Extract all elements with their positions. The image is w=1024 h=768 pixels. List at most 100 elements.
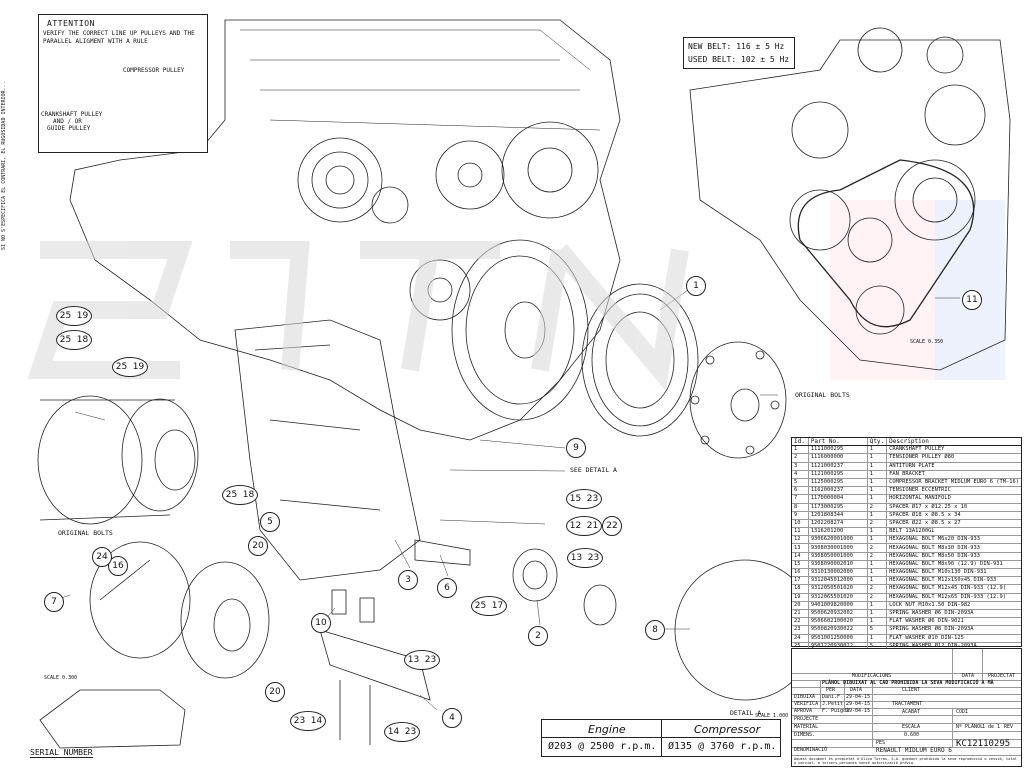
side-note: SI NO S'ESPECIFICA EL CONTRARI, EL RUGOS…	[1, 81, 7, 250]
part-id: 7	[792, 494, 809, 504]
callout-5: 5	[260, 512, 280, 532]
part-id: 3	[792, 462, 809, 471]
pulley-speed-table: Engine Compressor Ø203 @ 2500 r.p.m. Ø13…	[541, 719, 781, 757]
crankshaft-pulley-label-3: GUIDE PULLEY	[47, 125, 91, 132]
attention-box: ATTENTION VERIFY THE CORRECT LINE UP PUL…	[38, 14, 208, 153]
part-description: CRANKSHAFT PULLEY	[886, 445, 1021, 455]
part-number: 1202208274	[808, 519, 868, 529]
part-qty: 1	[867, 494, 888, 504]
part-number: 1162000237	[808, 486, 868, 496]
attention-text-line2: PARALLEL ALIGMENT WITH A RULE	[43, 38, 148, 45]
part-id: 15	[792, 560, 809, 570]
part-description: ANTITURN PLATE	[886, 462, 1021, 471]
denominacio-label: DENOMINACIÓ	[794, 747, 828, 753]
part-number: 9306620001000	[808, 535, 868, 545]
part-description: HEXAGONAL BOLT M12x150x45 DIN-933	[886, 576, 1021, 586]
crankshaft-pulley-label-1: CRANKSHAFT PULLEY	[41, 111, 103, 118]
dimens-label: DIMENS.	[794, 732, 816, 738]
callout-20-a: 20	[248, 536, 268, 556]
part-qty: 1	[867, 535, 888, 545]
codi-label: CODI	[956, 709, 969, 715]
original-bolts-label-left: ORIGINAL BOLTS	[58, 529, 113, 537]
part-number: 9506602100020	[808, 617, 868, 627]
compressor-value: Ø135 @ 3760 r.p.m.	[668, 741, 777, 752]
callout-8: 8	[645, 620, 665, 640]
part-description: SPACER Ø17 x Ø12.25 x 10	[886, 503, 1021, 512]
damper-pulley	[451, 239, 589, 421]
part-qty: 1	[867, 568, 888, 578]
part-qty: 1	[867, 560, 888, 570]
part-qty: 2	[867, 503, 888, 512]
see-detail-a-label: SEE DETAIL A	[570, 466, 617, 474]
cad-warning: PLÀNOL DIBUIXAT AL CAD PROHIBIDA LA SEVA…	[822, 680, 994, 686]
part-id: 18	[792, 584, 809, 594]
used-belt-row: USED BELT: 102 ± 5 Hz	[688, 55, 789, 64]
part-id: 10	[792, 519, 809, 529]
part-number: 1121000295	[808, 470, 868, 479]
part-number: 1116000000	[808, 453, 868, 463]
part-qty: 1	[867, 576, 888, 586]
part-number: 1125000295	[808, 478, 868, 488]
part-number: 1121000237	[808, 462, 868, 471]
engine-header: Engine	[588, 723, 626, 736]
dibuixa-label: DIBUIXA	[794, 694, 816, 700]
part-qty: 1	[867, 511, 888, 520]
part-qty: 1	[867, 445, 888, 455]
part-id: 21	[792, 609, 809, 619]
part-id: 23	[792, 625, 809, 635]
part-qty: 2	[867, 543, 888, 553]
rev-label: REV	[1004, 724, 1014, 730]
pes-label: PES	[876, 740, 886, 746]
part-qty: 1	[867, 478, 888, 488]
ownership-footer: Aquest document és propietat d'Oliva Tor…	[794, 757, 1017, 766]
data-label: DATA	[962, 673, 975, 679]
callout-11: 11	[962, 290, 982, 310]
verifica-label: VERIFICA	[794, 701, 819, 707]
used-belt-label: USED BELT:	[688, 55, 737, 64]
dibuixa-date: 29-04-15	[846, 694, 871, 700]
iso-belt-11	[797, 159, 975, 328]
part-qty: 1	[867, 617, 888, 627]
part-description: HEXAGONAL BOLT M8x30 DIN-933	[886, 543, 1021, 553]
acabat-label: ACABAT	[902, 709, 921, 715]
col-qty: Qty.	[867, 438, 888, 447]
aprova-who: F. Puigdà	[822, 708, 850, 714]
verifica-who: J.Petit	[822, 701, 844, 707]
callout-7: 7	[44, 592, 64, 612]
client-label: CLIENT	[902, 687, 921, 693]
part-id: 6	[792, 486, 809, 496]
iso-crank-pulley	[894, 159, 976, 241]
part-id: 2	[792, 453, 809, 463]
per-label: PER	[826, 687, 836, 693]
callout-3: 3	[398, 570, 418, 590]
part-description: SPACER Ø18 x Ø8.5 x 34	[886, 511, 1021, 520]
part-qty: 1	[867, 527, 888, 537]
part-number: 9312045012000	[808, 576, 868, 586]
callout-1: 1	[686, 276, 706, 296]
part-number: 1173000295	[808, 503, 868, 512]
part-description: TENSIONER PULLEY Ø80	[886, 453, 1021, 463]
part-description: COMPRESSOR BRACKET MIDLUM EURO 6 (TM-16)	[886, 478, 1021, 488]
part-number: 9308050001000	[808, 552, 868, 561]
sheet-count: 1 de 1	[982, 724, 1001, 730]
part-number: 9308030001000	[808, 543, 868, 553]
part-id: 24	[792, 634, 809, 643]
aprova-date: 29-04-15	[846, 708, 871, 714]
part-qty: 2	[867, 519, 888, 529]
compressor-header: Compressor	[694, 723, 761, 736]
